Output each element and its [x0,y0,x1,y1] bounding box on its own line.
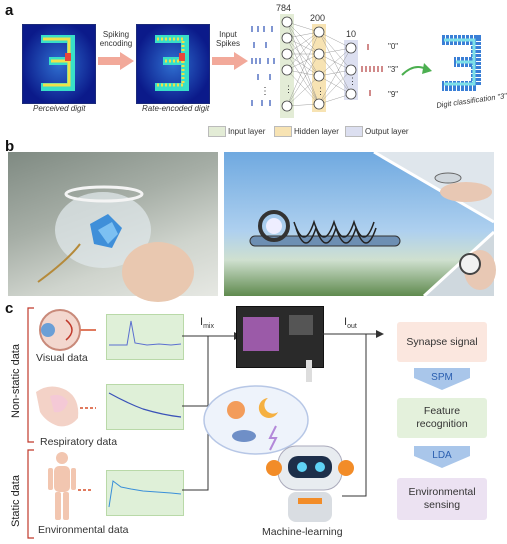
environmental-data-label: Environmental data [38,524,129,536]
output-spikes [361,44,383,96]
flow-box-feature-recognition: Feature recognition [397,398,487,438]
visual-data-label: Visual data [36,352,88,364]
human-body-icon [48,452,92,520]
input-layer-size: 784 [276,3,292,13]
output-label-3: "3" [388,65,399,74]
visual-signal-plot [106,314,184,360]
machine-learning-label: Machine-learning [262,526,343,538]
helical-device-photo [224,150,496,298]
panel-b-letter: b [5,138,15,155]
legend-output-label: Output layer [365,127,409,136]
rate-encoded-digit-heatmap [136,24,210,104]
arrow-right-icon [98,52,134,70]
input-spike-trains: ⋮ [251,26,275,106]
output-label-9: "9" [388,90,399,99]
rate-encoded-caption: Rate-encoded digit [142,104,210,113]
bracket-lines [27,307,34,539]
i-out-label: Iout [344,316,357,331]
digit-three-shape [41,35,75,91]
weather-cloud-icon [203,385,309,455]
output-label-0: "0" [388,42,399,51]
classified-digit-icon [432,28,490,98]
flow-box-environmental-sensing: Environmental sensing [397,478,487,520]
digit-three-shape [155,35,189,91]
hidden-layer-size: 200 [310,13,326,23]
flow-arrow-down-icon [414,368,470,390]
respiratory-signal-plot [106,384,184,430]
respiratory-icon [36,386,96,427]
neural-network-diagram: ⋮ ⋮ ⋮ [281,16,357,112]
spiking-encoding-label: Spiking encoding [99,30,133,48]
svg-text:⋮: ⋮ [348,76,357,86]
eye-icon [39,309,96,351]
side-label-nonstatic: Non-static data [10,344,22,418]
legend-swatch-output [345,126,363,137]
i-mix-label: Imix [200,316,214,331]
output-arrow [322,330,384,497]
panel-c-letter: c [5,300,14,317]
flow-step-spm: SPM [431,372,453,383]
svg-text:⋮: ⋮ [284,84,293,94]
output-layer-size: 10 [346,29,357,39]
perceived-caption: Perceived digit [33,104,86,113]
legend-swatch-hidden [274,126,292,137]
legend-swatch-input [208,126,226,137]
input-spikes-label: Input Spikes [215,30,240,48]
green-arrow-icon [401,63,432,76]
legend-input-label: Input layer [228,127,266,136]
svg-text:⋮: ⋮ [260,86,270,97]
hidden-layer-bg [312,24,326,112]
robot-icon [266,445,354,522]
side-label-static: Static data [10,475,22,527]
arrow-right-icon [212,52,248,70]
flow-arrow-down-icon [414,446,470,468]
panel-a-letter: a [5,2,14,19]
legend-hidden-label: Hidden layer [294,127,339,136]
respiratory-data-label: Respiratory data [40,436,118,448]
sensor-board-photo [236,306,324,368]
sensor-probe [306,360,312,382]
flow-step-lda: LDA [432,450,452,461]
perceived-digit-heatmap [22,24,96,104]
svg-text:⋮: ⋮ [316,86,325,96]
flow-box-synapse-signal: Synapse signal [397,322,487,362]
environmental-signal-plot [106,470,184,516]
contact-lens-photo [8,152,218,302]
